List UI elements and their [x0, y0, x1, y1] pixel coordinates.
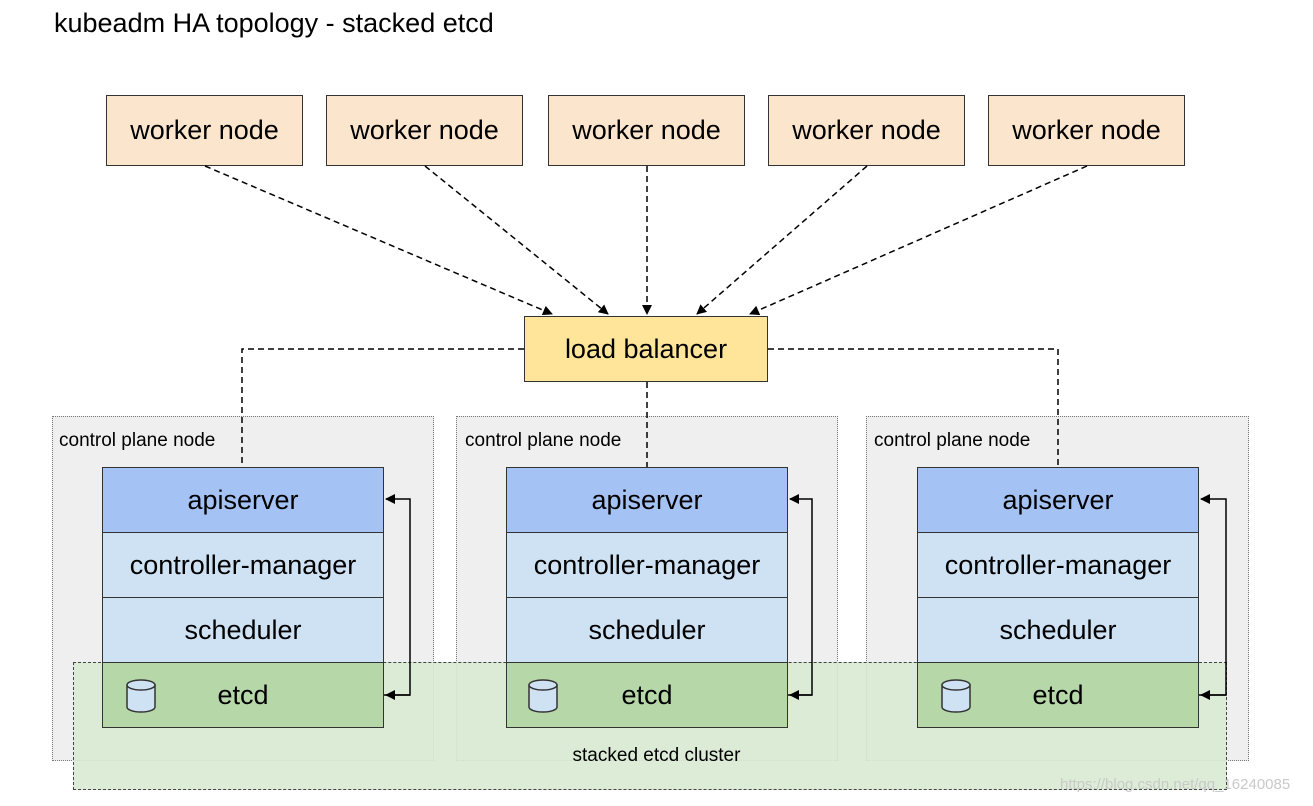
worker-node-5: worker node	[988, 95, 1185, 166]
worker-to-lb-line-5	[749, 165, 1088, 315]
watermark: https://blog.csdn.net/qq_16240085	[1060, 776, 1291, 793]
scheduler-3: scheduler	[917, 597, 1199, 663]
stacked-etcd-cluster-label: stacked etcd cluster	[572, 745, 741, 766]
controller-manager-3: controller-manager	[917, 532, 1199, 598]
diagram-title: kubeadm HA topology - stacked etcd	[54, 8, 494, 38]
control-plane-node-label-3: control plane node	[874, 430, 1031, 451]
control-plane-node-label-1: control plane node	[59, 430, 216, 451]
worker-to-lb-line-1	[204, 165, 553, 316]
worker-node-3: worker node	[548, 95, 745, 166]
worker-node-1: worker node	[106, 95, 303, 166]
database-icon	[528, 679, 558, 713]
worker-node-4: worker node	[768, 95, 965, 166]
apiserver-1: apiserver	[102, 467, 384, 533]
worker-to-lb-line-2	[424, 165, 609, 315]
control-plane-node-label-2: control plane node	[465, 430, 622, 451]
database-icon	[126, 679, 156, 713]
load-balancer: load balancer	[524, 316, 768, 382]
apiserver-3: apiserver	[917, 467, 1199, 533]
scheduler-1: scheduler	[102, 597, 384, 663]
worker-node-2: worker node	[326, 95, 523, 166]
database-icon	[941, 679, 971, 713]
scheduler-2: scheduler	[506, 597, 788, 663]
controller-manager-2: controller-manager	[506, 532, 788, 598]
apiserver-2: apiserver	[506, 467, 788, 533]
worker-to-lb-line-4	[696, 165, 868, 315]
controller-manager-1: controller-manager	[102, 532, 384, 598]
